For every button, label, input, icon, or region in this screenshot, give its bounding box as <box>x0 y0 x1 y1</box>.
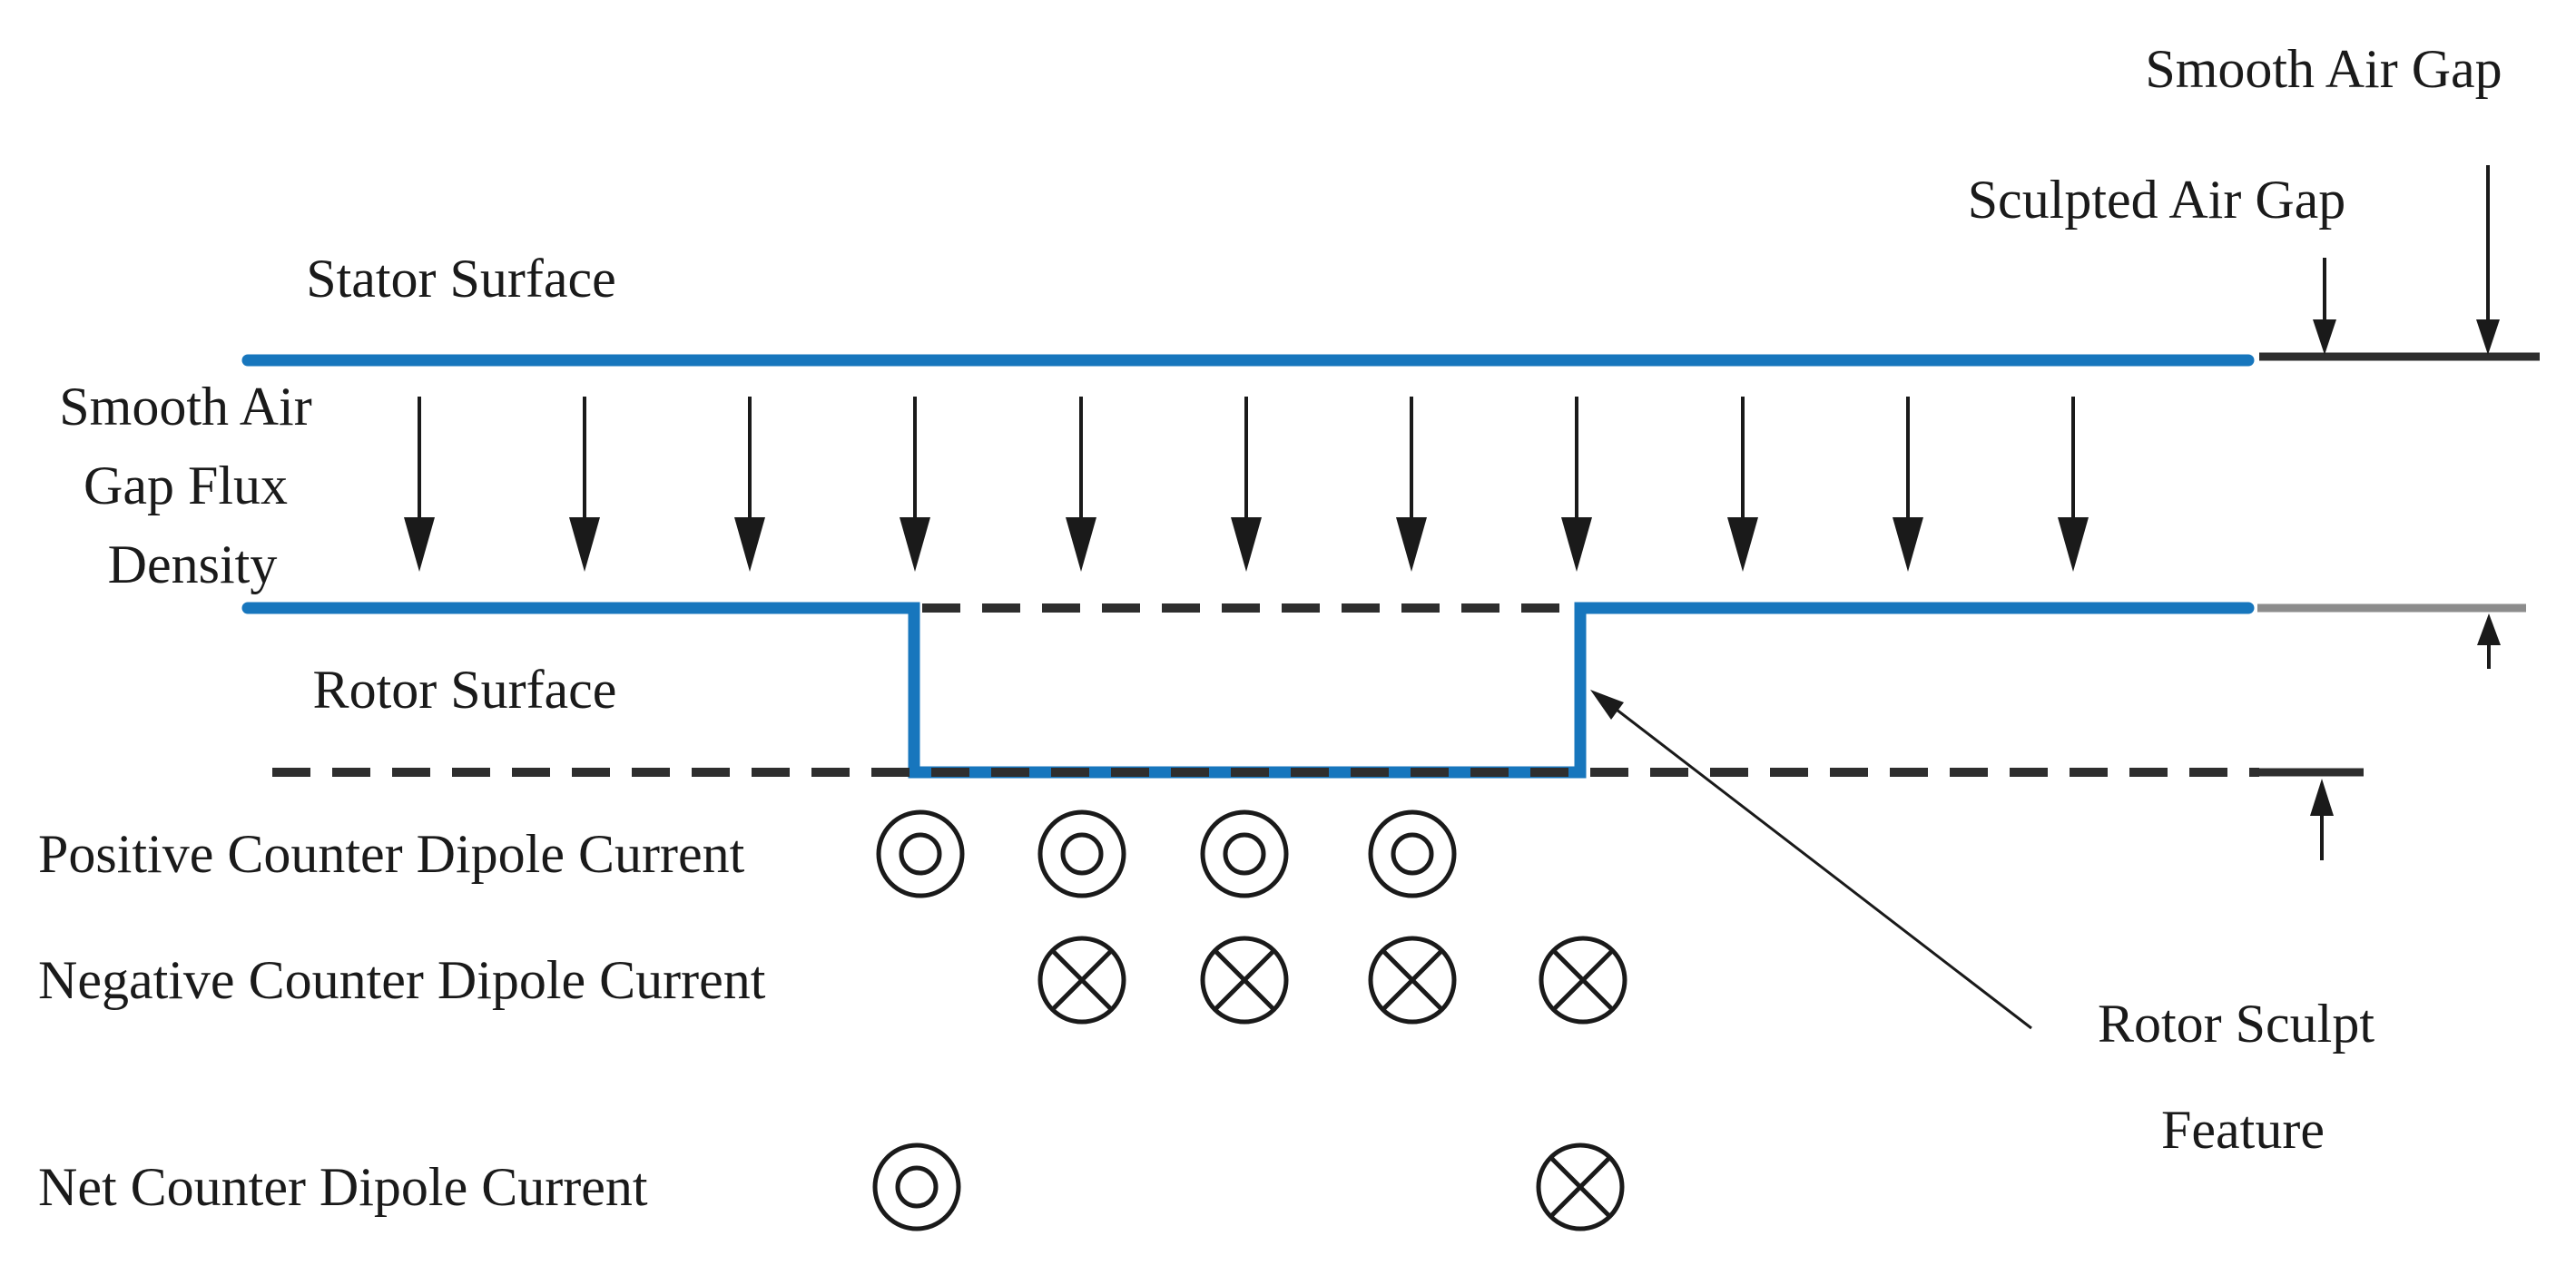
rotor-sculpt-line-1: Rotor Sculpt <box>2098 994 2374 1054</box>
circle-dot-icon <box>875 1145 959 1229</box>
circle-dot-icon <box>1371 812 1454 896</box>
circle-dot-icon <box>1203 812 1286 896</box>
smooth-air-gap-dimension-arrow <box>2476 165 2501 669</box>
down-arrow-icon <box>1559 395 1594 574</box>
down-arrow-icon <box>1726 395 1760 574</box>
circle-dot-icon <box>1040 812 1124 896</box>
circle-dot-icon <box>879 812 962 896</box>
flux-density-arrows <box>402 395 2090 574</box>
flux-density-line-2: Gap Flux <box>84 456 288 515</box>
rotor-sculpt-feature-label: Rotor Sculpt Feature <box>2098 994 2388 1160</box>
circle-cross-icon <box>1371 938 1454 1022</box>
stator-surface-label: Stator Surface <box>306 249 616 309</box>
net-counter-dipole-current-label: Net Counter Dipole Current <box>38 1157 648 1217</box>
smooth-air-gap-label: Smooth Air Gap <box>2145 39 2502 99</box>
positive-counter-dipole-current-label: Positive Counter Dipole Current <box>38 824 745 884</box>
negative-counter-dipole-current-label: Negative Counter Dipole Current <box>38 950 766 1010</box>
circle-cross-icon <box>1040 938 1124 1022</box>
sculpted-air-gap-label: Sculpted Air Gap <box>1968 170 2346 230</box>
down-arrow-icon <box>402 395 437 574</box>
rotor-sculpt-leader-arrow <box>1590 690 2032 1030</box>
positive-counter-dipole-symbols <box>879 812 1454 896</box>
net-counter-dipole-symbols <box>875 1145 1622 1229</box>
flux-density-line-1: Smooth Air <box>59 377 311 437</box>
circle-cross-icon <box>1539 1145 1622 1229</box>
circle-cross-icon <box>1203 938 1286 1022</box>
smooth-air-gap-flux-density-label: Smooth Air Gap Flux Density <box>59 377 325 594</box>
down-arrow-icon <box>1064 395 1098 574</box>
negative-counter-dipole-symbols <box>1040 938 1625 1022</box>
down-arrow-icon <box>1229 395 1263 574</box>
flux-density-line-3: Density <box>108 535 278 594</box>
down-arrow-icon <box>1394 395 1429 574</box>
rotor-sculpt-line-2: Feature <box>2161 1100 2325 1160</box>
down-arrow-icon <box>1891 395 1925 574</box>
rotor-surface-label: Rotor Surface <box>313 660 617 720</box>
down-arrow-icon <box>732 395 767 574</box>
sculpted-air-gap-dimension-arrow <box>2310 258 2336 860</box>
down-arrow-icon <box>898 395 932 574</box>
down-arrow-icon <box>2056 395 2090 574</box>
down-arrow-icon <box>567 395 602 574</box>
circle-cross-icon <box>1541 938 1625 1022</box>
